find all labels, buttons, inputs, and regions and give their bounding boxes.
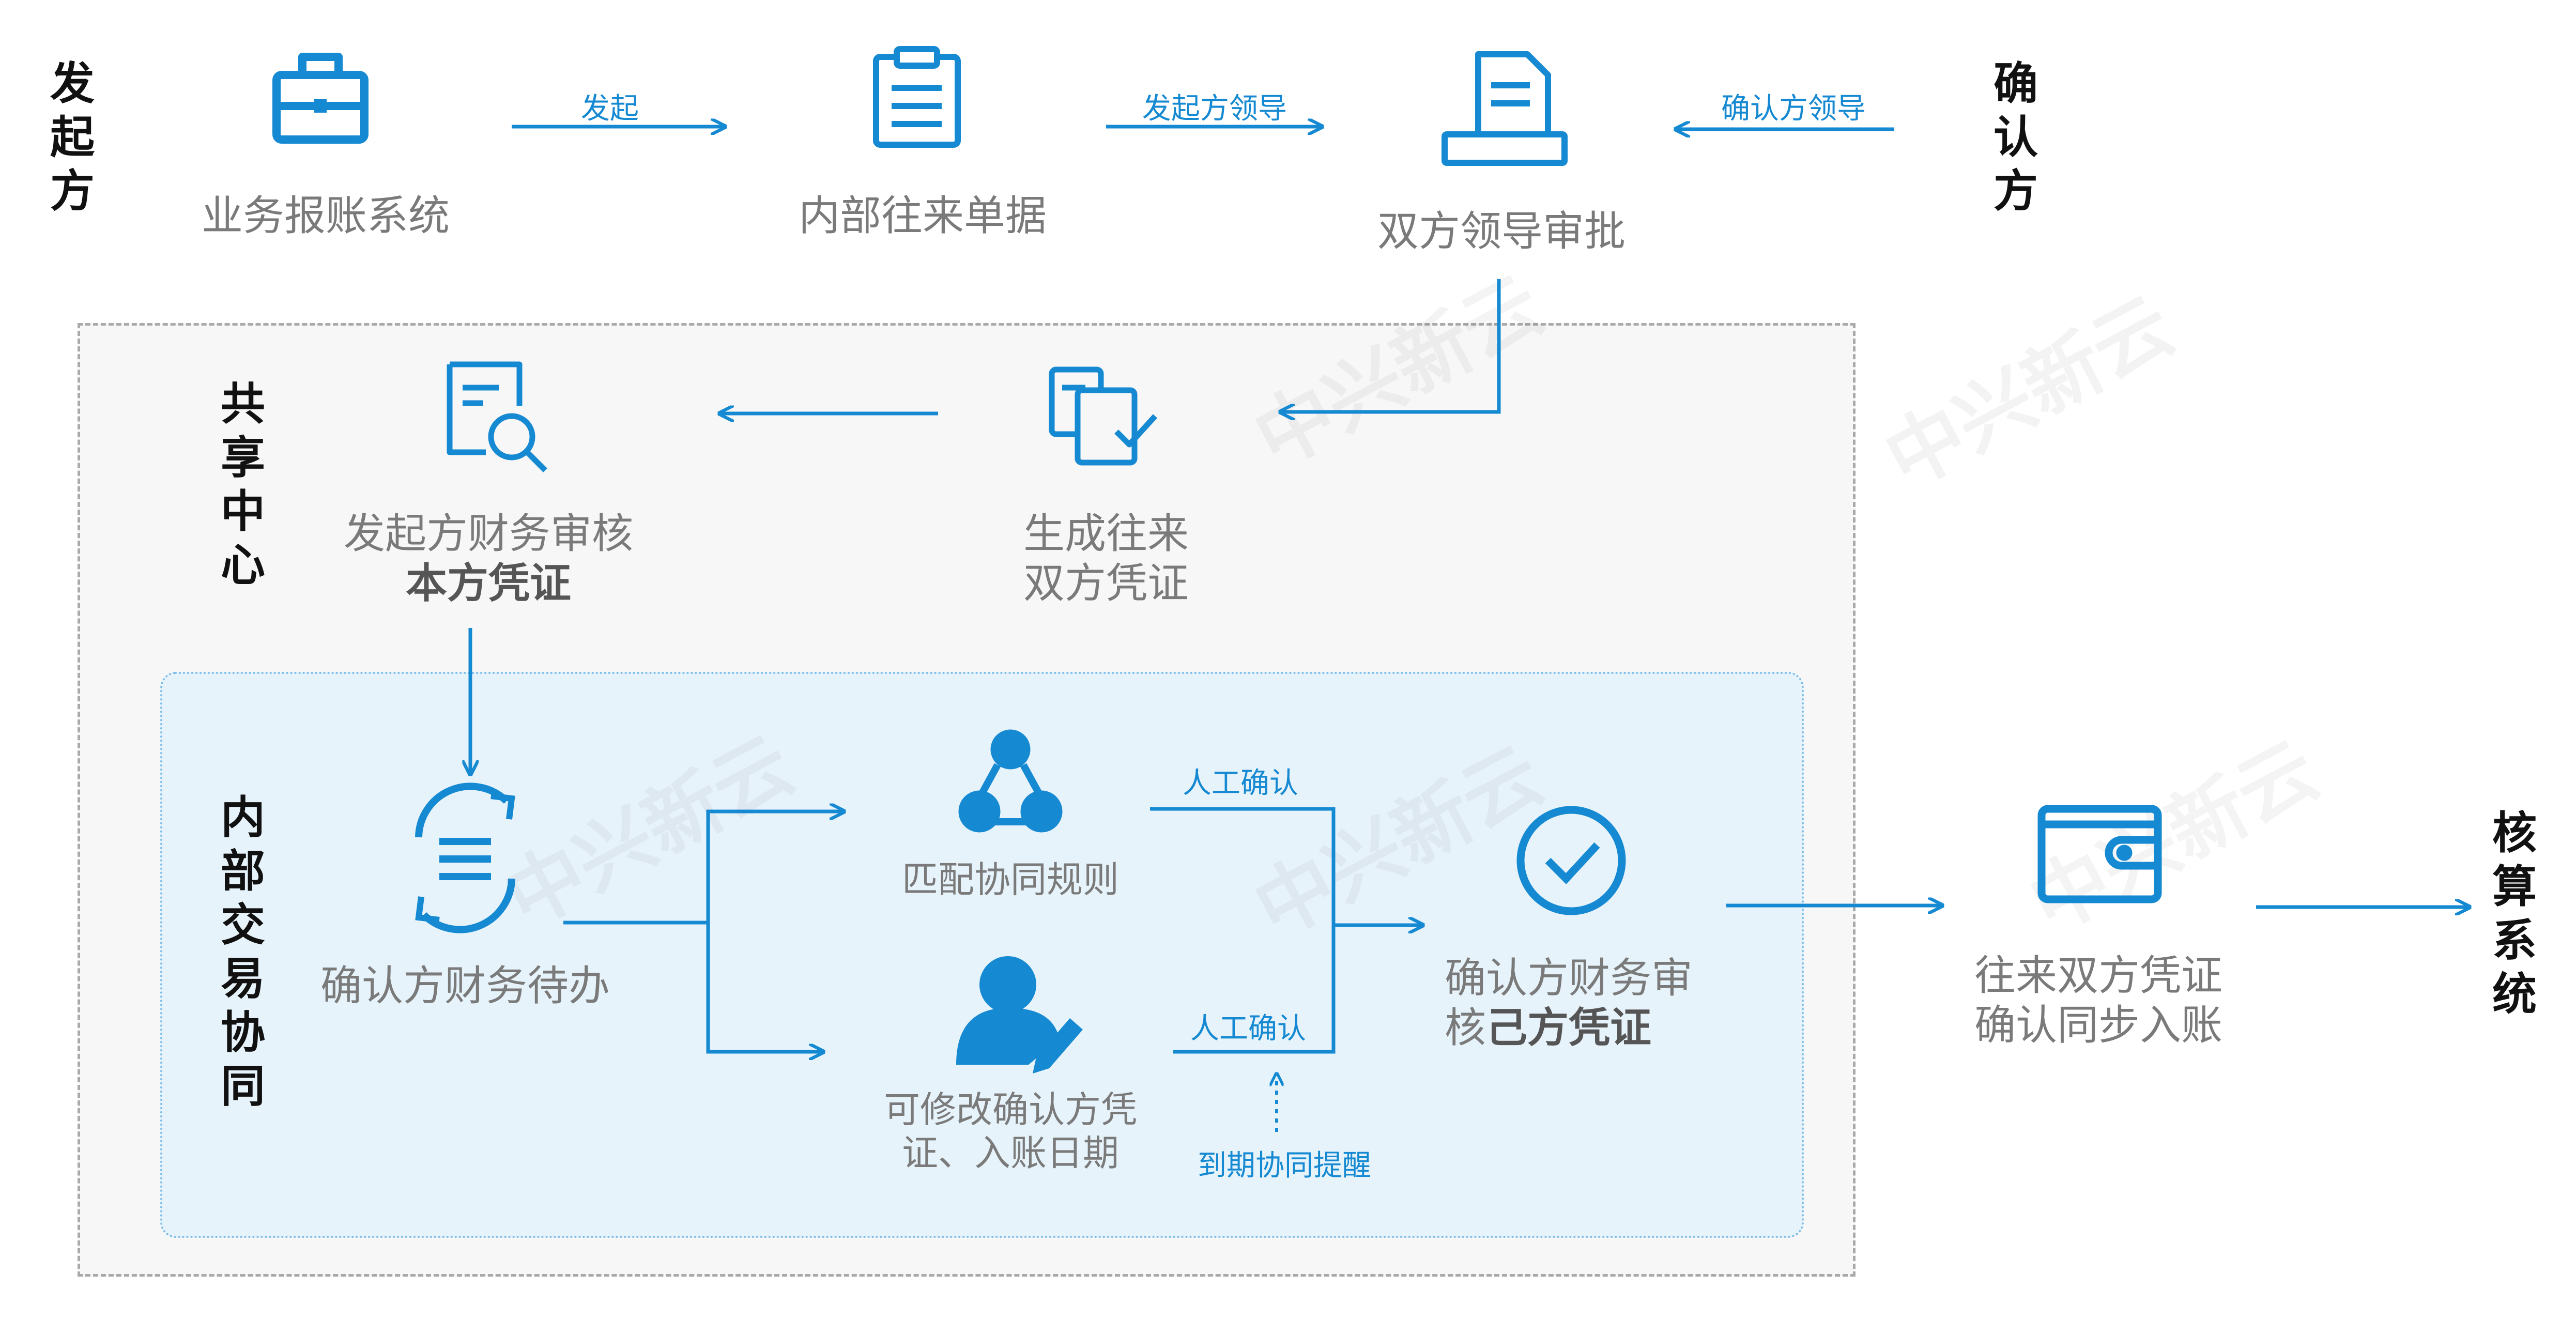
label-initiator-leader: 发起方领导 — [1142, 92, 1287, 126]
label-manual-confirm-upper: 人工确认 — [1183, 766, 1298, 800]
wallet-icon — [2037, 805, 2162, 903]
document-search-icon — [447, 361, 547, 472]
user-edit-icon — [956, 956, 1083, 1073]
node-dual-approval: 双方领导审批 — [1377, 207, 1626, 255]
check-circle-icon — [1516, 806, 1626, 915]
label-manual-confirm-lower: 人工确认 — [1190, 1012, 1306, 1046]
arrow-todo-split — [563, 811, 842, 925]
label-due-reminder: 到期协同提醒 — [1198, 1149, 1371, 1183]
role-internal-collab: 内部交易协同 — [221, 792, 265, 1112]
printer-document-icon — [1442, 51, 1568, 166]
label-initiate: 发起 — [581, 92, 639, 126]
documents-check-icon — [1049, 366, 1158, 466]
briefcase-icon — [272, 53, 369, 144]
label-confirmer-leader: 确认方领导 — [1721, 92, 1866, 126]
arrow-manual-merge — [1150, 807, 1336, 1054]
role-accounting: 核算系统 — [2492, 807, 2537, 1020]
node-internal-doc: 内部往来单据 — [799, 192, 1047, 240]
node-sync: 往来双方凭证 确认同步入账 — [1974, 952, 2222, 1049]
node-confirm-review: 确认方财务审 核己方凭证 — [1445, 954, 1693, 1052]
node-confirm-todo: 确认方财务待办 — [320, 962, 610, 1010]
role-initiator: 发起方 — [50, 58, 95, 217]
role-confirmer: 确认方 — [1994, 58, 2038, 217]
arrow-todo-split-lower — [706, 923, 822, 1052]
arrows — [470, 127, 2468, 1132]
clipboard-icon — [873, 46, 961, 148]
internal-collab-container — [160, 672, 1804, 1238]
node-match-rules: 匹配协同规则 — [902, 858, 1119, 901]
node-init-review: 发起方财务审核 本方凭证 — [344, 510, 633, 607]
role-shared-center: 共享中心 — [221, 378, 265, 591]
node-gen-voucher: 生成往来 双方凭证 — [1023, 510, 1189, 607]
node-biz-system: 业务报账系统 — [202, 192, 450, 240]
arrow-approval-to-voucher — [1282, 279, 1501, 412]
network-nodes-icon — [958, 729, 1063, 833]
refresh-list-icon — [415, 783, 515, 933]
node-modify: 可修改确认方凭 证、入账日期 — [884, 1088, 1137, 1174]
